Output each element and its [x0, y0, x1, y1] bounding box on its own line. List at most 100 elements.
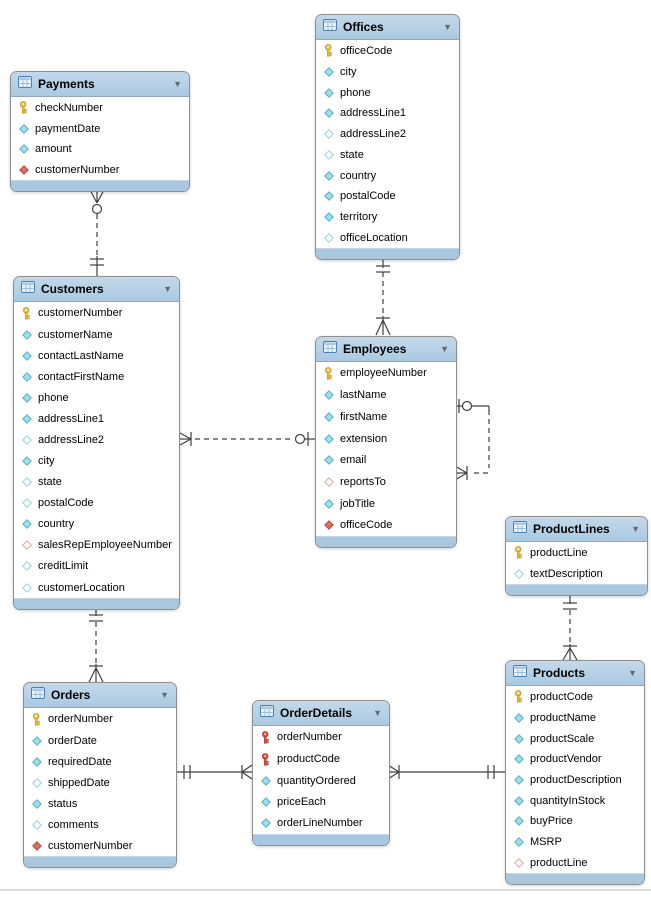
- entity-header[interactable]: Employees▼: [316, 337, 456, 362]
- primary-key-icon: [322, 44, 335, 57]
- field-row[interactable]: email: [316, 450, 456, 472]
- field-row[interactable]: jobTitle: [316, 493, 456, 515]
- field-label: customerLocation: [38, 581, 125, 594]
- field-row[interactable]: textDescription: [506, 564, 647, 585]
- field-row[interactable]: state: [14, 472, 179, 493]
- field-row[interactable]: postalCode: [316, 186, 459, 207]
- entity-header[interactable]: OrderDetails▼: [253, 701, 389, 726]
- field-label: reportsTo: [340, 475, 386, 488]
- field-row[interactable]: customerLocation: [14, 577, 179, 598]
- collapse-arrow-icon[interactable]: ▼: [160, 689, 169, 700]
- field-row[interactable]: city: [14, 451, 179, 472]
- collapse-arrow-icon[interactable]: ▼: [628, 667, 637, 678]
- attribute-icon: [322, 433, 335, 444]
- field-row[interactable]: productLine: [506, 852, 644, 873]
- entity-header[interactable]: Products▼: [506, 661, 644, 686]
- field-row[interactable]: orderLineNumber: [253, 813, 389, 834]
- field-row[interactable]: priceEach: [253, 792, 389, 813]
- collapse-arrow-icon[interactable]: ▼: [443, 21, 452, 32]
- field-row[interactable]: employeeNumber: [316, 362, 456, 385]
- relationship-productlines-products[interactable]: [562, 595, 578, 661]
- field-row[interactable]: state: [316, 145, 459, 166]
- collapse-arrow-icon[interactable]: ▼: [631, 523, 640, 534]
- entity-header[interactable]: ProductLines▼: [506, 517, 647, 542]
- field-row[interactable]: orderDate: [24, 730, 176, 751]
- field-row[interactable]: quantityOrdered: [253, 770, 389, 791]
- collapse-arrow-icon[interactable]: ▼: [163, 283, 172, 294]
- entity-header[interactable]: Payments▼: [11, 72, 189, 97]
- field-row[interactable]: MSRP: [506, 832, 644, 853]
- relationship-offices-employees[interactable]: [375, 258, 391, 336]
- field-row[interactable]: requiredDate: [24, 751, 176, 772]
- field-row[interactable]: buyPrice: [506, 811, 644, 832]
- entity-header[interactable]: Customers▼: [14, 277, 179, 302]
- entity-header[interactable]: Offices▼: [316, 15, 459, 40]
- field-row[interactable]: city: [316, 62, 459, 83]
- field-row[interactable]: orderNumber: [253, 726, 389, 748]
- field-row[interactable]: reportsTo: [316, 471, 456, 493]
- field-row[interactable]: productScale: [506, 728, 644, 749]
- relationship-employees-customers[interactable]: [177, 431, 315, 447]
- field-row[interactable]: territory: [316, 207, 459, 228]
- relationship-customers-payments[interactable]: [89, 189, 105, 276]
- field-row[interactable]: customerNumber: [24, 835, 176, 856]
- field-row[interactable]: productLine: [506, 542, 647, 564]
- entity-header[interactable]: Orders▼: [24, 683, 176, 708]
- relationship-employees-reportsto-self[interactable]: [454, 399, 490, 481]
- field-row[interactable]: customerNumber: [14, 302, 179, 324]
- field-row[interactable]: country: [14, 514, 179, 535]
- field-row[interactable]: officeCode: [316, 40, 459, 62]
- field-row[interactable]: addressLine2: [14, 429, 179, 450]
- relationship-orders-orderdetails[interactable]: [175, 764, 253, 780]
- field-row[interactable]: orderNumber: [24, 708, 176, 730]
- field-row[interactable]: checkNumber: [11, 97, 189, 119]
- relationship-customers-orders[interactable]: [88, 608, 104, 683]
- field-label: addressLine2: [340, 128, 407, 141]
- collapse-arrow-icon[interactable]: ▼: [440, 343, 449, 354]
- field-row[interactable]: phone: [14, 387, 179, 408]
- field-row[interactable]: contactFirstName: [14, 366, 179, 387]
- field-row[interactable]: comments: [24, 814, 176, 835]
- relationship-products-orderdetails[interactable]: [387, 764, 505, 780]
- field-row[interactable]: status: [24, 793, 176, 814]
- field-row[interactable]: salesRepEmployeeNumber: [14, 535, 179, 556]
- field-row[interactable]: quantityInStock: [506, 790, 644, 811]
- collapse-arrow-icon[interactable]: ▼: [173, 78, 182, 89]
- field-row[interactable]: productVendor: [506, 749, 644, 770]
- collapse-arrow-icon[interactable]: ▼: [373, 707, 382, 718]
- field-row[interactable]: officeLocation: [316, 227, 459, 248]
- field-row[interactable]: customerNumber: [11, 160, 189, 181]
- field-row[interactable]: postalCode: [14, 493, 179, 514]
- field-row[interactable]: contactLastName: [14, 345, 179, 366]
- field-label: extension: [340, 432, 388, 445]
- field-row[interactable]: lastName: [316, 385, 456, 407]
- entity-customers[interactable]: Customers▼customerNumber customerName cont…: [13, 276, 180, 610]
- field-label: customerName: [38, 328, 113, 341]
- field-row[interactable]: firstName: [316, 406, 456, 428]
- field-row[interactable]: amount: [11, 139, 189, 160]
- field-row[interactable]: productName: [506, 708, 644, 729]
- field-row[interactable]: phone: [316, 82, 459, 103]
- field-row[interactable]: officeCode: [316, 514, 456, 536]
- field-row[interactable]: extension: [316, 428, 456, 450]
- field-row[interactable]: shippedDate: [24, 772, 176, 793]
- field-row[interactable]: addressLine1: [14, 408, 179, 429]
- field-row[interactable]: paymentDate: [11, 119, 189, 140]
- field-row[interactable]: country: [316, 165, 459, 186]
- field-row[interactable]: addressLine1: [316, 103, 459, 124]
- field-row[interactable]: productDescription: [506, 770, 644, 791]
- field-row[interactable]: creditLimit: [14, 556, 179, 577]
- field-row[interactable]: productCode: [506, 686, 644, 708]
- field-row[interactable]: productCode: [253, 748, 389, 770]
- field-row[interactable]: customerName: [14, 324, 179, 345]
- field-row[interactable]: addressLine2: [316, 124, 459, 145]
